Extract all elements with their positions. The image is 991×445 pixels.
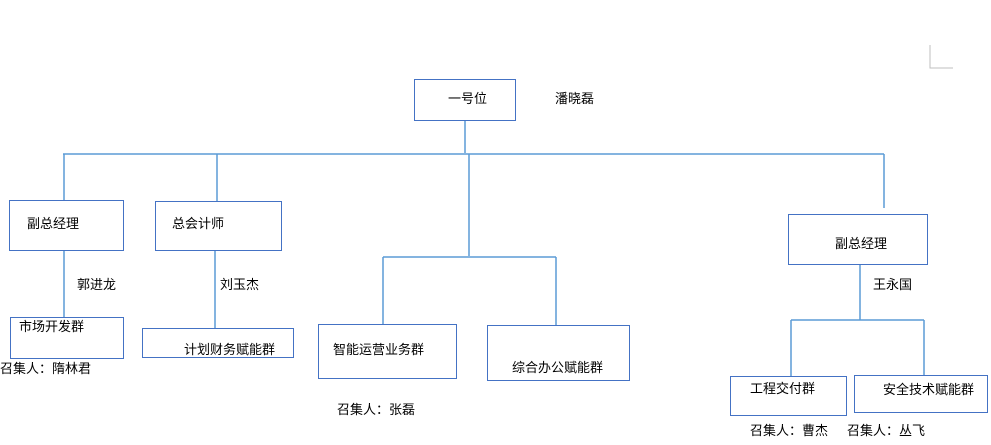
node-chief-accountant: 总会计师 [155,201,282,251]
convener-engineering-delivery: 召集人：曹杰 [750,424,829,439]
node-chief-accountant-title: 总会计师 [172,217,225,232]
group-intelligent-operations: 智能运营业务群 [318,324,457,379]
node-vp-left-title: 副总经理 [27,217,80,232]
node-vp-left: 副总经理 [9,200,124,251]
group-general-office: 综合办公赋能群 [487,325,630,381]
convener-intelligent-operations: 召集人：张磊 [337,403,416,418]
group-safety-technology-label: 安全技术赋能群 [883,383,975,398]
group-planning-finance: 计划财务赋能群 [142,328,294,358]
group-general-office-label: 综合办公赋能群 [512,361,604,376]
convener-safety-technology: 召集人：丛飞 [847,424,926,439]
group-intelligent-operations-label: 智能运营业务群 [333,343,425,358]
node-top-title: 一号位 [448,92,488,107]
node-vp-right-title: 副总经理 [835,237,888,252]
vp-right-person-name: 王永国 [873,278,913,293]
group-engineering-delivery-label: 工程交付群 [750,382,816,397]
group-planning-finance-label: 计划财务赋能群 [184,343,276,358]
group-market-development-label: 市场开发群 [19,320,85,335]
top-person-name: 潘晓磊 [555,92,595,107]
vp-left-person-name: 郭进龙 [77,278,117,293]
chief-accountant-person-name: 刘玉杰 [220,278,260,293]
convener-market-development: 召集人：隋林君 [0,362,92,377]
group-safety-technology: 安全技术赋能群 [854,375,988,413]
page-corner-mark [929,45,953,69]
node-top-position: 一号位 [414,79,516,121]
node-vp-right: 副总经理 [788,214,928,265]
group-engineering-delivery: 工程交付群 [730,376,847,416]
group-market-development: 市场开发群 [10,317,124,359]
